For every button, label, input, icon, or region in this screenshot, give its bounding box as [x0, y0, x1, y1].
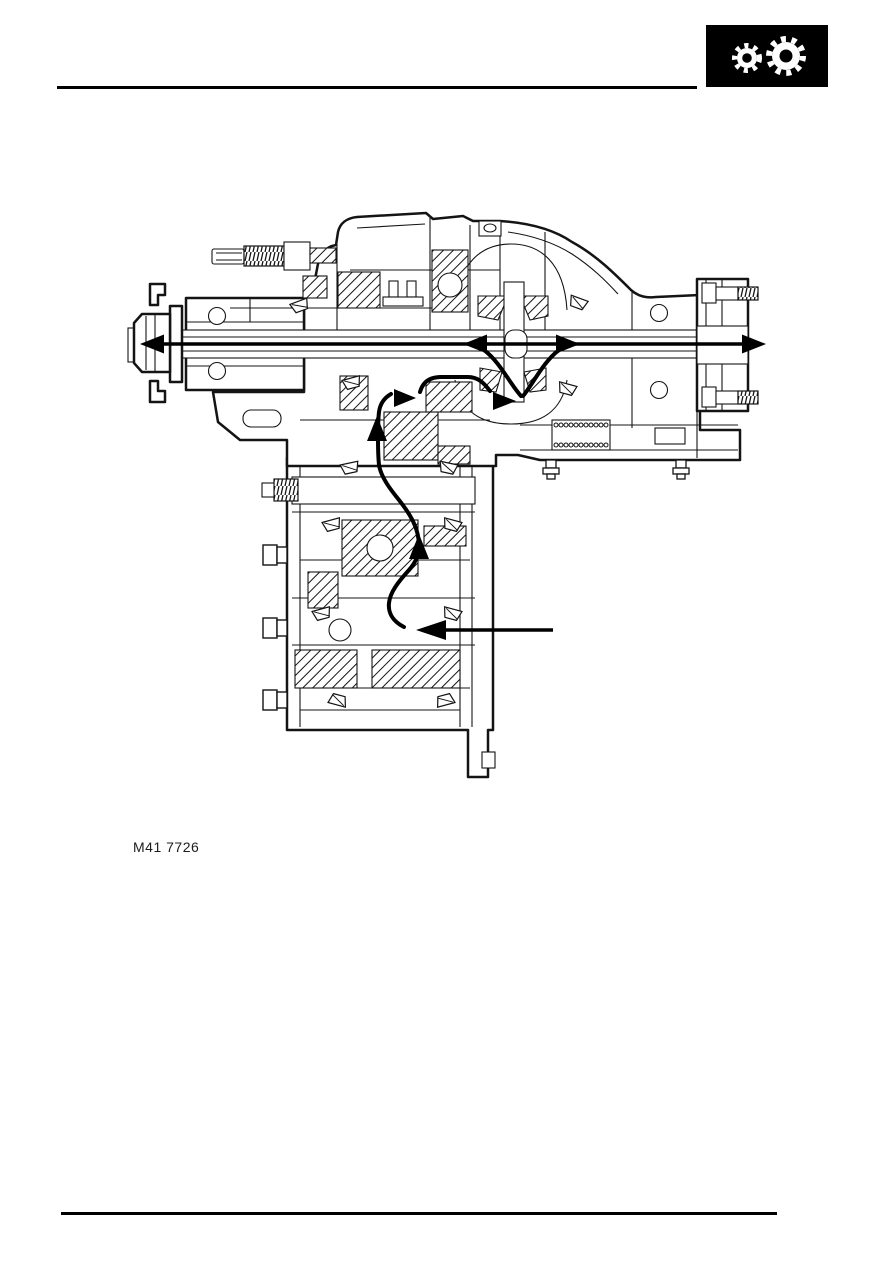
- flange-bolt: [701, 386, 717, 408]
- into-hub-arrowhead: [394, 389, 416, 407]
- rear-output-arrowhead: [742, 334, 766, 354]
- figure-caption: M41 7726: [133, 839, 200, 855]
- detent-plug: [211, 241, 337, 271]
- up-arrowhead: [367, 416, 387, 441]
- gear-sections: [302, 249, 686, 465]
- front-output-flange: [132, 282, 184, 404]
- housing-bolt: [262, 689, 288, 711]
- idler-shaft-thread: [273, 478, 299, 502]
- input-arrowhead: [416, 620, 446, 640]
- small-gear-icon: [732, 43, 762, 73]
- housing-bolt: [262, 544, 288, 566]
- sump-bolt: [542, 459, 560, 480]
- lower-housing: [261, 434, 496, 779]
- torque-path-arrows: [140, 334, 766, 640]
- diff-right-arrowhead: [556, 334, 580, 354]
- cover-bolt: [478, 220, 502, 237]
- into-diff-arrowhead: [493, 392, 516, 410]
- up-arrowhead: [409, 534, 429, 559]
- housing-bolt: [262, 617, 288, 639]
- front-output-arrowhead: [140, 334, 164, 354]
- large-gear-icon: [766, 36, 806, 76]
- header-rule: [57, 86, 697, 89]
- footer-rule: [61, 1212, 777, 1215]
- gears-icon: [706, 25, 828, 87]
- oil-gallery-bore: [328, 618, 352, 642]
- centre-differential: [454, 243, 568, 425]
- flange-bolt: [701, 282, 717, 304]
- bearings: [207, 294, 669, 476]
- diff-left-arrowhead: [463, 334, 487, 354]
- transfer-box-sectional-drawing: [127, 211, 766, 779]
- sump-bolt: [672, 459, 690, 480]
